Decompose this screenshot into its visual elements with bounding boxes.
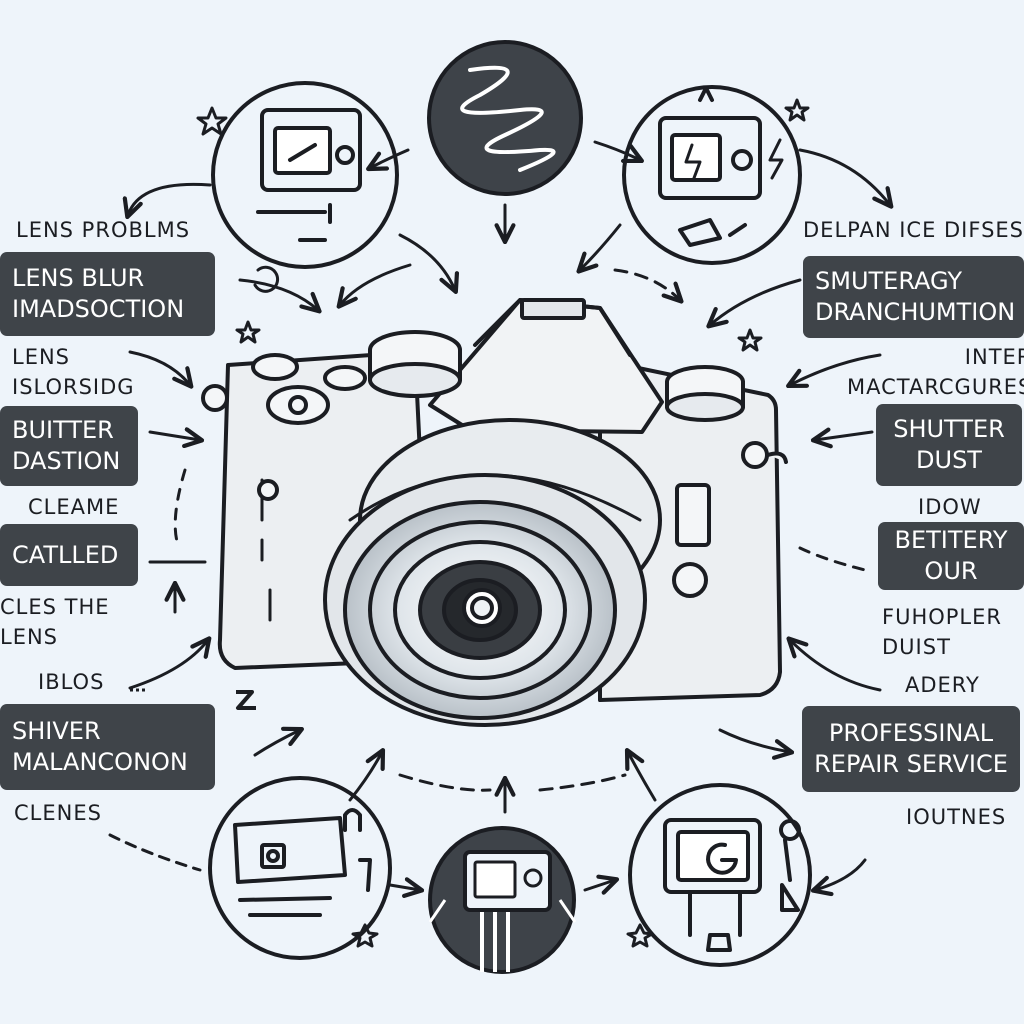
label-inter-mactarcgures: INTERMACTARCGURES bbox=[847, 345, 1024, 399]
label-clenes: CLENES bbox=[14, 801, 102, 825]
tools-bench-icon bbox=[208, 776, 392, 960]
camera-screen-icon bbox=[211, 81, 399, 269]
camera-flash-icon bbox=[622, 85, 802, 265]
box-catlled: CATLLED bbox=[0, 524, 138, 586]
label-delpan-ice: DELPAN ICE DIFSES bbox=[803, 218, 1024, 242]
label-lens-problems: LENS PROBLMS bbox=[16, 218, 191, 242]
sparkles bbox=[130, 98, 810, 948]
camera-icon bbox=[201, 298, 788, 727]
repair-station-icon bbox=[628, 783, 812, 967]
camera-tripod-icon bbox=[428, 826, 577, 974]
label-ioutnes: IOUTNES bbox=[906, 805, 1007, 829]
label-idow: IDOW bbox=[918, 495, 982, 519]
swirl-icon bbox=[427, 40, 583, 196]
connector-arrows bbox=[108, 140, 894, 898]
label-cleame: CLEAME bbox=[28, 495, 120, 519]
label-iblos: IBLOS bbox=[38, 670, 105, 694]
label-adery: ADERY bbox=[905, 673, 980, 697]
